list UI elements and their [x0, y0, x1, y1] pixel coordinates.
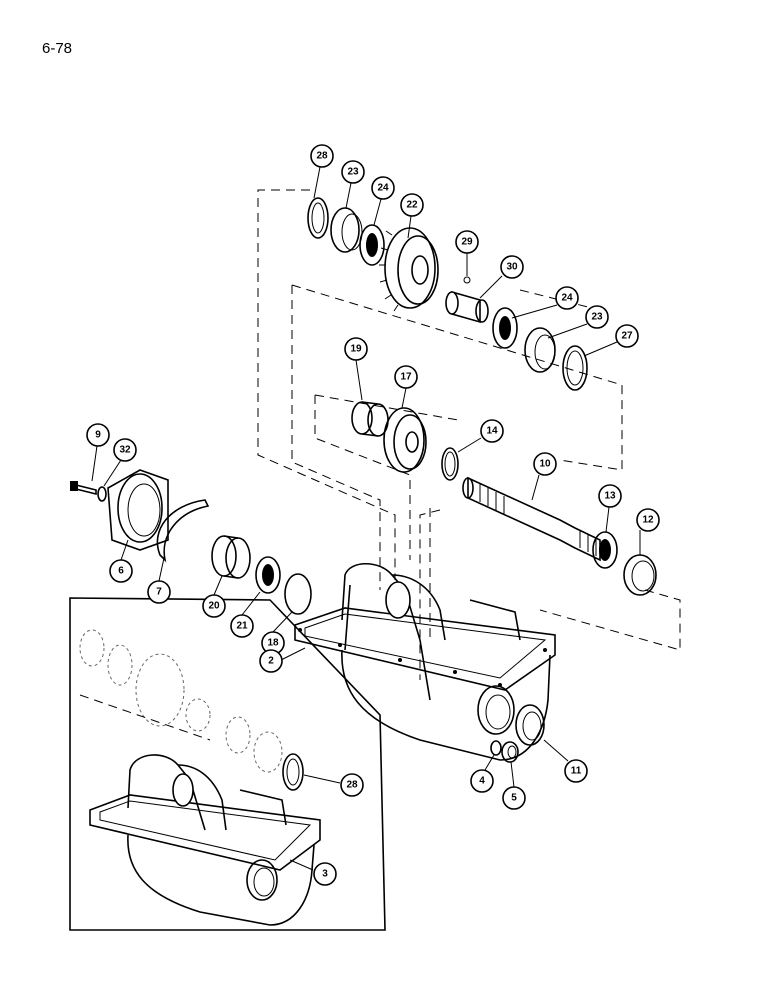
inset-panel — [69, 597, 386, 931]
callout-28-top: 28 — [310, 144, 334, 168]
svg-text:6: 6 — [118, 566, 124, 577]
svg-text:23: 23 — [347, 167, 359, 178]
svg-text:5: 5 — [511, 793, 517, 804]
callout-2: 2 — [259, 649, 283, 673]
bearing-cup-23 — [330, 207, 363, 253]
callouts: 28 23 24 22 29 30 24 23 27 19 17 14 10 1… — [86, 144, 660, 886]
gear-22 — [379, 227, 439, 312]
callout-30: 30 — [500, 255, 524, 279]
page-number: 6-78 — [42, 40, 73, 57]
svg-text:2: 2 — [268, 656, 274, 667]
washer-4 — [490, 740, 502, 756]
svg-text:22: 22 — [406, 200, 418, 211]
bolt-9 — [70, 481, 97, 496]
snap-ring-28 — [307, 197, 329, 239]
callout-11: 11 — [564, 759, 588, 783]
svg-text:10: 10 — [539, 459, 551, 470]
svg-text:24: 24 — [561, 293, 573, 304]
callout-27: 27 — [615, 324, 639, 348]
bearing-cup-12 — [623, 554, 657, 596]
housing-3 — [89, 754, 321, 926]
bearing-cone-24b — [492, 307, 518, 349]
svg-text:18: 18 — [267, 638, 279, 649]
output-shaft-10 — [462, 476, 601, 562]
callout-24-top: 24 — [371, 176, 395, 200]
svg-text:19: 19 — [350, 344, 362, 355]
ball-29 — [463, 276, 471, 284]
svg-text:11: 11 — [571, 766, 582, 777]
bearing-cone-24 — [359, 224, 385, 266]
callout-22: 22 — [400, 193, 424, 217]
svg-text:28: 28 — [346, 780, 358, 791]
washer-32 — [97, 486, 107, 502]
callout-23-right: 23 — [585, 305, 609, 329]
bearing-cup-20 — [211, 535, 251, 579]
seal-11 — [515, 704, 545, 746]
callout-10: 10 — [533, 452, 557, 476]
gear-17 — [383, 407, 427, 473]
svg-text:20: 20 — [208, 601, 220, 612]
callout-21: 21 — [230, 614, 254, 638]
callout-13: 13 — [598, 484, 622, 508]
shim-7 — [156, 499, 210, 563]
svg-text:24: 24 — [377, 183, 389, 194]
plug-5 — [501, 741, 519, 763]
svg-text:17: 17 — [400, 372, 412, 383]
svg-text:13: 13 — [604, 491, 616, 502]
svg-text:14: 14 — [486, 426, 498, 437]
callout-14: 14 — [480, 419, 504, 443]
callout-17: 17 — [394, 365, 418, 389]
retainer-6 — [107, 469, 169, 551]
svg-text:32: 32 — [119, 445, 131, 456]
callout-3: 3 — [313, 862, 337, 886]
callout-23-top: 23 — [341, 160, 365, 184]
callout-29: 29 — [455, 230, 479, 254]
callout-24-right: 24 — [555, 286, 579, 310]
svg-text:21: 21 — [236, 621, 248, 632]
svg-text:3: 3 — [322, 869, 328, 880]
svg-text:9: 9 — [95, 430, 101, 441]
svg-text:29: 29 — [461, 237, 473, 248]
callout-12: 12 — [636, 508, 660, 532]
callout-9: 9 — [86, 423, 110, 447]
callout-28-inset: 28 — [340, 773, 364, 797]
svg-text:27: 27 — [621, 331, 633, 342]
snap-ring-27 — [562, 345, 588, 391]
sleeve-30 — [445, 290, 489, 324]
callout-32: 32 — [113, 438, 137, 462]
bearing-cone-21 — [255, 556, 281, 594]
callout-7: 7 — [147, 580, 171, 604]
callout-4: 4 — [470, 769, 494, 793]
svg-text:12: 12 — [642, 515, 654, 526]
bearing-cup-23b — [524, 327, 556, 373]
svg-text:30: 30 — [506, 262, 518, 273]
housing-2 — [294, 563, 556, 761]
callout-19: 19 — [344, 337, 368, 361]
svg-text:28: 28 — [316, 151, 328, 162]
leader-lines — [91, 166, 641, 871]
svg-text:4: 4 — [479, 776, 485, 787]
svg-text:7: 7 — [156, 587, 162, 598]
callout-6: 6 — [109, 559, 133, 583]
callout-5: 5 — [502, 786, 526, 810]
bearing-cone-13 — [592, 531, 618, 569]
o-ring-18 — [284, 573, 312, 615]
snap-ring-14 — [441, 447, 459, 481]
snap-ring-28b — [282, 753, 304, 791]
callout-20: 20 — [202, 594, 226, 618]
svg-text:23: 23 — [591, 312, 603, 323]
ghost-parts — [79, 629, 283, 773]
assembly-guide-lines — [257, 189, 681, 680]
